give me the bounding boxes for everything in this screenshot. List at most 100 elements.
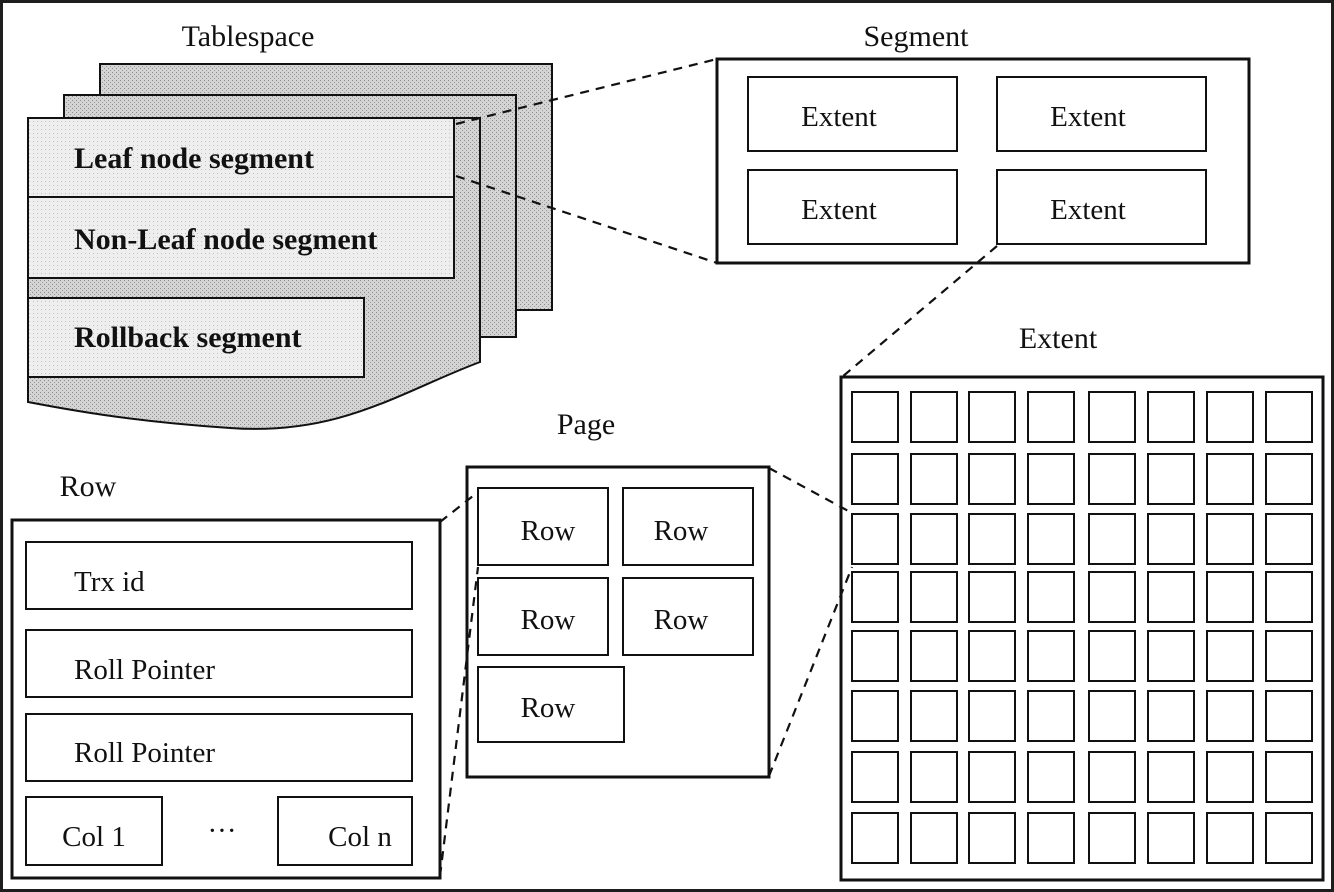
extent-page-cell [1027, 453, 1075, 505]
extent-page-cell [851, 513, 899, 565]
extent-page-cell [1265, 391, 1313, 443]
row-field-roll-pointer-2-label: Roll Pointer [74, 737, 215, 769]
row-field-trx-id-label: Trx id [74, 566, 145, 598]
extent-page-cell [1147, 391, 1195, 443]
segment-extent-label-1: Extent [801, 101, 877, 133]
extent-page-cell [910, 513, 958, 565]
row-col-ellipsis: ··· [208, 815, 237, 847]
page-row-box-2 [622, 487, 754, 566]
connector-segment-extent [841, 245, 998, 378]
extent-page-cell [910, 751, 958, 803]
segment-extent-label-2: Extent [1050, 101, 1126, 133]
extent-page-cell [851, 453, 899, 505]
extent-title: Extent [1019, 322, 1098, 355]
extent-page-cell [968, 453, 1016, 505]
extent-page-cell [968, 391, 1016, 443]
segment-extent-box-4 [996, 169, 1207, 245]
extent-page-cell [851, 751, 899, 803]
connector-extent-page-bottom [767, 566, 854, 777]
extent-page-cell [1147, 453, 1195, 505]
extent-page-cell [1206, 391, 1254, 443]
extent-box [839, 375, 1325, 882]
extent-page-cell [910, 630, 958, 682]
page-row-label-2: Row [654, 515, 709, 547]
page-row-box-4 [622, 577, 754, 656]
extent-page-cell [1027, 812, 1075, 864]
extent-page-cell [1206, 571, 1254, 623]
extent-page-cell [1088, 571, 1136, 623]
extent-page-cell [1027, 513, 1075, 565]
extent-page-cell [851, 812, 899, 864]
page-row-label-4: Row [654, 604, 709, 636]
extent-page-cell [1265, 513, 1313, 565]
extent-page-cell [968, 751, 1016, 803]
extent-page-cell [1027, 391, 1075, 443]
connector-tablespace-segment-bottom [455, 174, 718, 265]
extent-page-cell [1088, 453, 1136, 505]
segment-extent-box-3 [747, 169, 958, 245]
extent-page-cell [1265, 571, 1313, 623]
extent-page-cell [910, 690, 958, 742]
page-row-label-3: Row [521, 604, 576, 636]
segment-extent-label-3: Extent [801, 194, 877, 226]
extent-page-cell [851, 630, 899, 682]
row-group: Row Trx id Roll Pointer Roll Pointer Col… [10, 470, 442, 880]
extent-page-cell [968, 513, 1016, 565]
extent-page-cell [1206, 453, 1254, 505]
row-title: Row [60, 470, 117, 503]
extent-page-cell [1265, 630, 1313, 682]
extent-page-cell [1206, 513, 1254, 565]
connector-page-row-top [439, 491, 479, 523]
row-col-last-box [277, 796, 413, 866]
extent-page-cell [1088, 812, 1136, 864]
rollback-segment-label: Rollback segment [74, 321, 302, 354]
page-row-label-1: Row [521, 515, 576, 547]
extent-page-cell [1206, 751, 1254, 803]
extent-page-cell [1206, 690, 1254, 742]
segment-extent-box-1 [747, 76, 958, 152]
extent-page-cell [1265, 751, 1313, 803]
row-field-roll-pointer-1-label: Roll Pointer [74, 654, 215, 686]
extent-page-cell [851, 690, 899, 742]
row-field-box-roll-pointer-1 [25, 629, 413, 698]
connector-tablespace-segment-top [455, 57, 718, 126]
extent-page-cell [1147, 571, 1195, 623]
extent-page-cell [1265, 690, 1313, 742]
extent-page-cell [1027, 571, 1075, 623]
extent-page-cell [1265, 812, 1313, 864]
extent-page-cell [1206, 812, 1254, 864]
page-row-box-3 [477, 577, 609, 656]
extent-page-cell [1088, 751, 1136, 803]
page-row-box-5 [477, 666, 625, 743]
extent-page-cell [1088, 630, 1136, 682]
extent-page-cell [1147, 630, 1195, 682]
extent-page-cell [968, 812, 1016, 864]
zoom-connectors [438, 57, 998, 877]
row-col-first-label: Col 1 [62, 821, 126, 853]
segment-extent-label-4: Extent [1050, 194, 1126, 226]
connector-page-row-bottom [438, 566, 480, 877]
non-leaf-node-segment-label: Non-Leaf node segment [74, 223, 377, 256]
segment-extent-box-2 [996, 76, 1207, 152]
extent-page-cell [1147, 812, 1195, 864]
non-leaf-node-segment-box [27, 196, 455, 279]
extent-page-cell [1027, 690, 1075, 742]
row-field-box-roll-pointer-2 [25, 713, 413, 782]
rollback-segment-box [27, 297, 365, 378]
extent-page-cell [1147, 690, 1195, 742]
leaf-node-segment-label: Leaf node segment [74, 142, 314, 175]
extent-page-cell [910, 571, 958, 623]
row-field-box-trx-id [25, 541, 413, 610]
page-row-box-1 [477, 487, 609, 566]
extent-page-cell [851, 571, 899, 623]
extent-page-cell [1027, 630, 1075, 682]
page-title: Page [557, 408, 615, 441]
extent-page-cell [910, 812, 958, 864]
segment-title: Segment [864, 20, 970, 53]
extent-page-cell [1147, 751, 1195, 803]
page-group: Page Row Row Row Row Row [465, 408, 771, 779]
extent-page-cell [968, 630, 1016, 682]
extent-page-cell [1088, 690, 1136, 742]
row-col-last-label: Col n [328, 821, 392, 853]
